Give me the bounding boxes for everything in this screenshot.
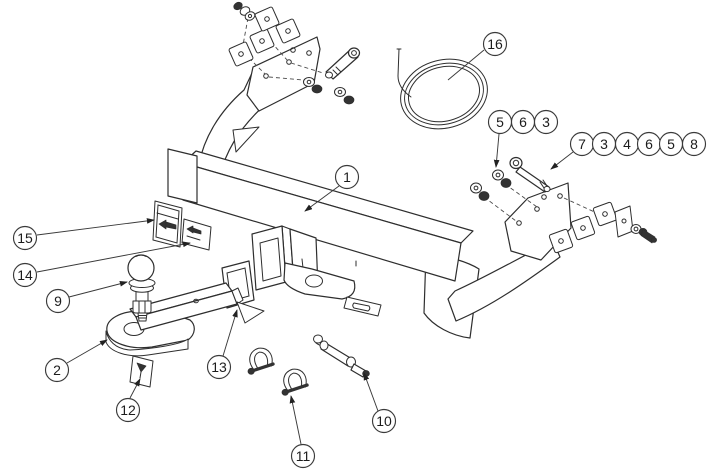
callout-number: 2 [53,362,61,378]
tag-icon [136,362,147,373]
callout-leader-line [363,372,379,412]
callout-7: 7 [569,131,595,157]
callout-leader-line [550,151,574,170]
callout-number: 3 [542,114,550,130]
callout-number: 6 [519,114,527,130]
callout-6: 6 [510,109,536,135]
slotted-tab [343,296,382,317]
right-spacer-plates [548,201,618,254]
shackle-left [247,347,275,375]
callout-leader-line [36,241,191,273]
callout-2: 2 [44,357,70,383]
sticker-large [152,200,183,248]
shackle-right [281,368,309,396]
callout-number: 6 [645,136,653,152]
callout-14: 14 [12,262,38,288]
wiring-coil [396,48,488,130]
callout-leader-line [129,378,141,399]
left-long-bolt [325,47,361,80]
callout-leader-line [447,49,485,81]
callout-4: 4 [614,131,640,157]
callout-13: 13 [206,354,232,380]
callout-leader-line [304,185,340,212]
callout-circle [371,408,397,434]
callout-number: 8 [690,136,698,152]
callout-5: 5 [487,109,513,135]
callout-circle [334,164,360,190]
left-alignment-dashed-lines [242,17,324,81]
left-arm-gusset [232,126,260,153]
callout-number: 10 [376,413,392,429]
callout-6: 6 [636,131,662,157]
callout-10: 10 [371,408,397,434]
callout-number: 14 [17,267,33,283]
left-top-bolt-washers [233,1,256,21]
callout-5: 5 [658,131,684,157]
callout-number: 13 [211,359,227,375]
callout-leader-line [66,339,108,364]
callout-number: 9 [54,293,62,309]
callout-circle [12,262,38,288]
callout-leader-line [36,218,155,236]
callout-leader-line [493,133,500,168]
callout-16: 16 [482,31,508,57]
hitch-pin [313,334,370,378]
right-frame-arm [447,240,561,322]
callout-11: 11 [290,443,316,469]
left-spacer-plates [228,6,301,67]
callout-circle [482,31,508,57]
callout-number: 3 [600,136,608,152]
callout-15: 15 [12,225,38,251]
callout-circle [115,397,141,423]
callout-circle [12,225,38,251]
callout-number: 5 [496,114,504,130]
callout-12: 12 [115,397,141,423]
callout-circle [290,443,316,469]
callout-number: 7 [578,136,586,152]
callout-circle [45,288,71,314]
callout-leader-line [68,281,128,298]
callout-number: 15 [17,230,33,246]
callout-number: 4 [623,136,631,152]
callout-leader-line [289,395,302,445]
right-washer-bolt [630,224,657,244]
callout-number: 12 [120,402,136,418]
callout-leader-line [222,309,238,357]
callout-number: 16 [487,36,503,52]
tow-ball [127,254,156,322]
callout-number: 1 [343,169,351,185]
ball-mount [105,282,265,357]
right-upper-washer-nut-pairs [470,169,512,201]
callout-8: 8 [681,131,707,157]
right-thin-plate [614,205,634,238]
small-tag [129,355,154,388]
callout-circle [44,357,70,383]
callout-3: 3 [591,131,617,157]
callout-circle [206,354,232,380]
sticker-small [181,218,212,251]
callout-number: 11 [296,448,311,464]
left-mount-bracket-plate [246,36,321,112]
callout-circle [681,131,707,157]
callout-1: 1 [334,164,360,190]
left-washer-nut-pairs [303,77,355,105]
callout-3: 3 [533,109,559,135]
callout-circle [533,109,559,135]
safety-chain-plate [283,262,356,300]
callout-9: 9 [45,288,71,314]
crossbar [167,148,474,282]
right-hex-bolt [509,156,551,193]
hitch-pin-wedge [236,301,265,324]
callout-number: 5 [667,136,675,152]
